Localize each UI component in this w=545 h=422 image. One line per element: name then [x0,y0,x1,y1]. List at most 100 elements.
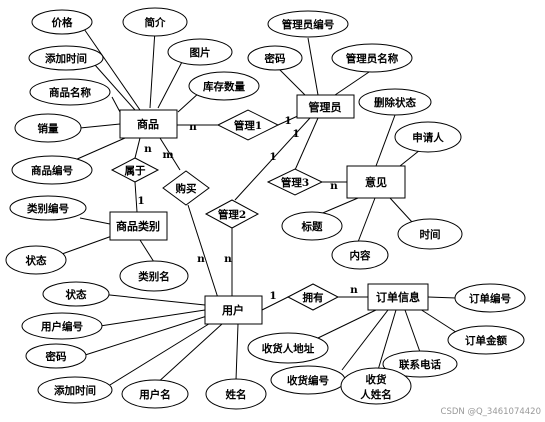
card-user-manage2: n [224,253,232,265]
attr-username: 用户名 [121,379,189,409]
card-admin-manage1: 1 [284,115,291,127]
attr-order-amount: 订单金额 [447,325,525,355]
edge-belongs-category [134,181,138,213]
edge-opinion-time [389,197,413,223]
svg-text:管理员: 管理员 [309,100,342,114]
entities: 商品 管理员 意见 商品类别 用户 订单信息 [109,94,429,325]
edge-order-recvname [377,309,397,371]
edge-buy-user [187,204,219,299]
attr-title: 标题 [281,211,343,241]
watermark: CSDN @Q_3461074420 [441,407,541,417]
svg-text:时间: 时间 [420,228,441,241]
svg-text:库存数量: 库存数量 [203,80,245,93]
edge-order-recvaddr [317,308,379,339]
edge-goods-stock [177,91,201,113]
svg-text:拥有: 拥有 [303,291,324,304]
entity-opinion: 意见 [346,165,406,199]
edge-opinion-title [317,197,359,216]
attr-goods-addtime: 添加时间 [28,45,104,71]
attr-admin-name: 管理员名称 [331,43,413,73]
attr-goods-name: 商品名称 [29,78,111,106]
svg-text:用户编号: 用户编号 [40,320,83,333]
edge-order-no [427,296,457,299]
card-order-own: n [350,284,358,296]
attr-price: 价格 [31,9,93,35]
attr-recv-no: 收货编号 [270,365,346,395]
edge-user-no [99,309,206,327]
svg-text:状态: 状态 [26,254,47,267]
edge-goods-buy [159,137,181,171]
attr-cat-no: 类别编号 [9,195,87,221]
svg-text:管理3: 管理3 [281,176,309,189]
card-category-belongs: 1 [137,195,144,207]
attr-admin-pwd: 密码 [247,45,303,71]
edge-cat-status [61,235,113,255]
edge-goods-belongs [134,137,141,159]
attr-user-addtime: 添加时间 [37,376,113,404]
svg-text:属于: 属于 [124,165,146,177]
edge-cat-name [139,239,155,263]
card-admin-manage2: 1 [292,128,299,140]
card-goods-belongs: n [144,143,152,155]
svg-text:管理员名称: 管理员名称 [346,52,399,65]
rel-own: 拥有 [286,283,340,311]
edge-goods-intro [149,29,156,109]
svg-text:商品类别: 商品类别 [116,219,160,233]
attr-contact: 联系电话 [382,350,458,378]
card-admin-manage3: 1 [269,151,276,163]
edge-user-realname [235,323,239,381]
card-opinion-manage3: n [330,180,338,192]
attr-cat-status: 状态 [5,245,67,275]
card-user-own: 1 [269,290,276,302]
attributes: 价格 简介 图片 添加时间 库存数量 商品名称 销量 商品编号 [5,7,526,410]
svg-text:销量: 销量 [38,122,59,135]
svg-text:收货编号: 收货编号 [287,374,329,387]
edge-goods-name [111,96,121,113]
svg-text:状态: 状态 [66,288,87,301]
svg-text:商品名称: 商品名称 [49,86,91,99]
attr-del-status: 删除状态 [358,88,432,116]
card-goods-manage1: n [189,121,197,133]
attr-applicant: 申请人 [394,121,462,153]
rel-manage1: 管理1 [216,109,280,141]
attr-order-no: 订单编号 [454,283,526,313]
edge-goods-sales [79,123,121,129]
attr-sales: 销量 [14,113,82,143]
edge-goods-no [74,137,126,161]
svg-text:管理2: 管理2 [218,208,246,221]
svg-text:购买: 购买 [176,182,197,195]
relationships: 管理1 管理3 属于 购买 管理2 拥有 [110,109,340,311]
attr-goods-no: 商品编号 [11,155,93,185]
svg-text:添加时间: 添加时间 [45,52,87,65]
edge-goods-addtime [94,64,136,111]
svg-text:类别名: 类别名 [138,270,170,283]
rel-belongs: 属于 [110,157,160,183]
svg-text:人姓名: 人姓名 [360,388,392,401]
rel-manage3: 管理3 [266,168,324,196]
edge-user-own [261,296,289,311]
edge-goods-price [81,25,141,111]
entity-admin: 管理员 [296,94,355,119]
attr-user-pwd: 密码 [25,343,87,369]
svg-text:类别编号: 类别编号 [27,202,69,215]
attr-user-no: 用户编号 [21,312,103,340]
svg-text:收货: 收货 [366,373,387,386]
card-user-buy: n [197,253,205,265]
attr-admin-no: 管理员编号 [267,10,349,38]
attr-user-status: 状态 [42,281,110,307]
svg-text:姓名: 姓名 [226,388,247,401]
edges [61,25,463,389]
edge-admin-name [334,69,373,96]
svg-text:用户: 用户 [222,303,244,317]
edge-manage1-admin [277,114,301,126]
edge-admin-manage2 [234,117,311,201]
edge-user-pwd [81,315,208,357]
entity-category: 商品类别 [109,211,168,241]
cardinalities: n 1 1 n n 1 m n 1 n 1 n [137,115,358,302]
svg-text:意见: 意见 [365,175,387,189]
attr-stock: 库存数量 [188,71,260,101]
svg-text:价格: 价格 [52,16,73,29]
entity-order: 订单信息 [367,283,429,311]
edge-order-recvno [341,309,389,371]
